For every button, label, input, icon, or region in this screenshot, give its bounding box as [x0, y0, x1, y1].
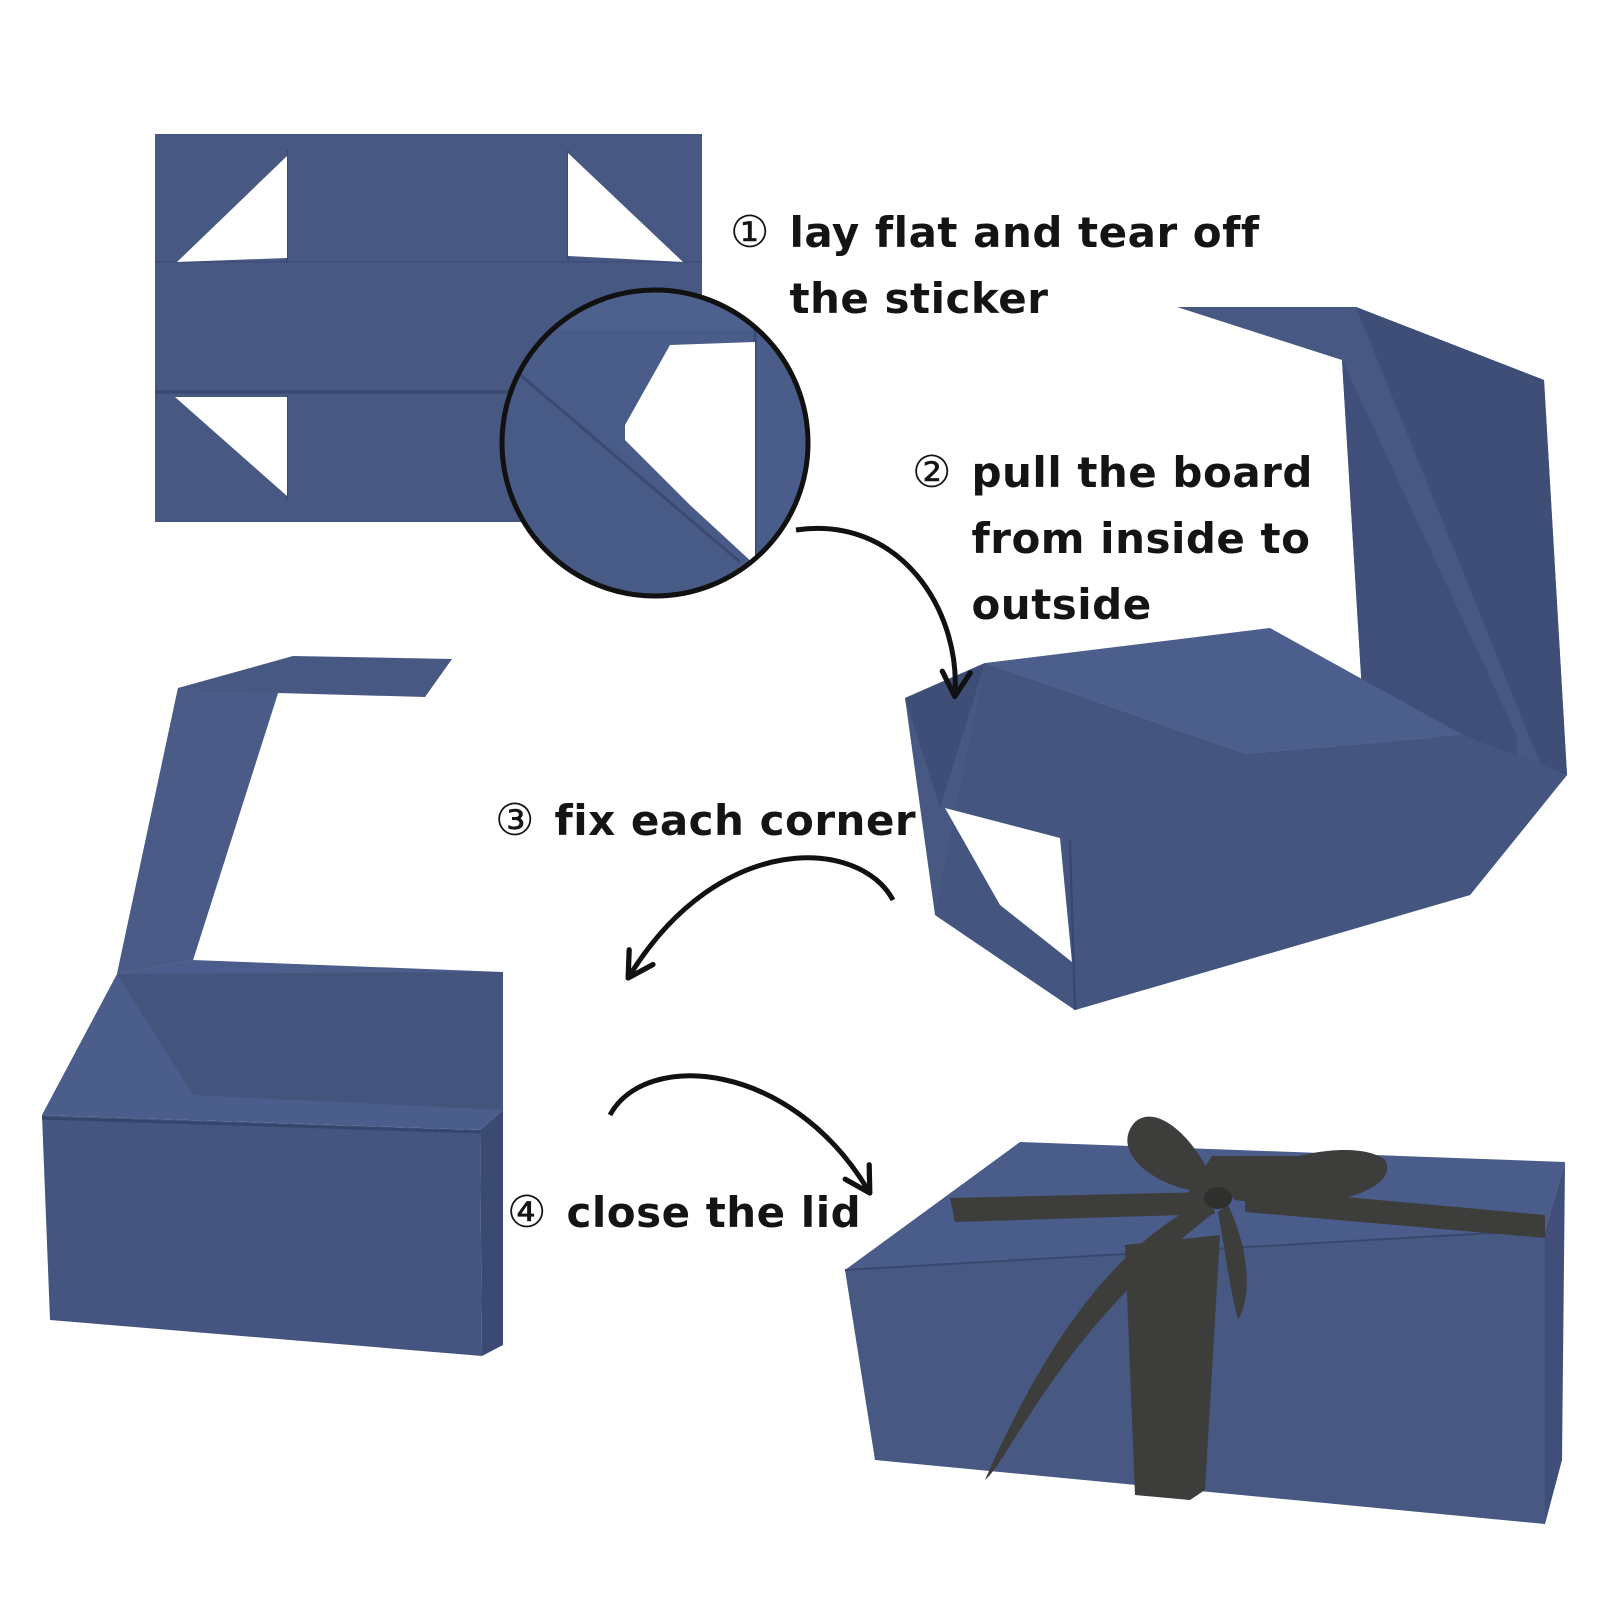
step-text-line: pull the board — [971, 448, 1313, 497]
step-text-line: from inside to — [971, 514, 1311, 563]
step-text-line: close the lid — [566, 1188, 862, 1237]
step-1-instruction: ① lay flat and tear off the sticker — [730, 200, 1260, 332]
step-text-line: outside — [971, 580, 1152, 629]
step-number: ① — [730, 207, 770, 258]
arrow-step1-to-step2 — [795, 525, 973, 700]
step-3-instruction: ③ fix each corner — [495, 788, 916, 854]
sticker-zoom-circle — [499, 287, 811, 599]
half-assembled-box-illustration — [905, 307, 1567, 1011]
ribbon — [950, 1116, 1545, 1500]
step-number: ② — [912, 447, 952, 498]
closed-gift-box-illustration — [844, 1116, 1565, 1524]
step-2-instruction: ② pull the board from inside to outside — [912, 440, 1313, 638]
step-number: ④ — [507, 1187, 547, 1238]
step-4-instruction: ④ close the lid — [507, 1180, 861, 1246]
step-number: ③ — [495, 795, 535, 846]
step-text-line: lay flat and tear off — [789, 208, 1260, 257]
arrow-step3-to-step4 — [607, 1073, 873, 1196]
step-text-line: the sticker — [789, 274, 1049, 323]
arrow-step2-to-step3 — [625, 855, 896, 981]
step-text-line: fix each corner — [554, 796, 917, 845]
open-box-illustration — [41, 656, 503, 1356]
